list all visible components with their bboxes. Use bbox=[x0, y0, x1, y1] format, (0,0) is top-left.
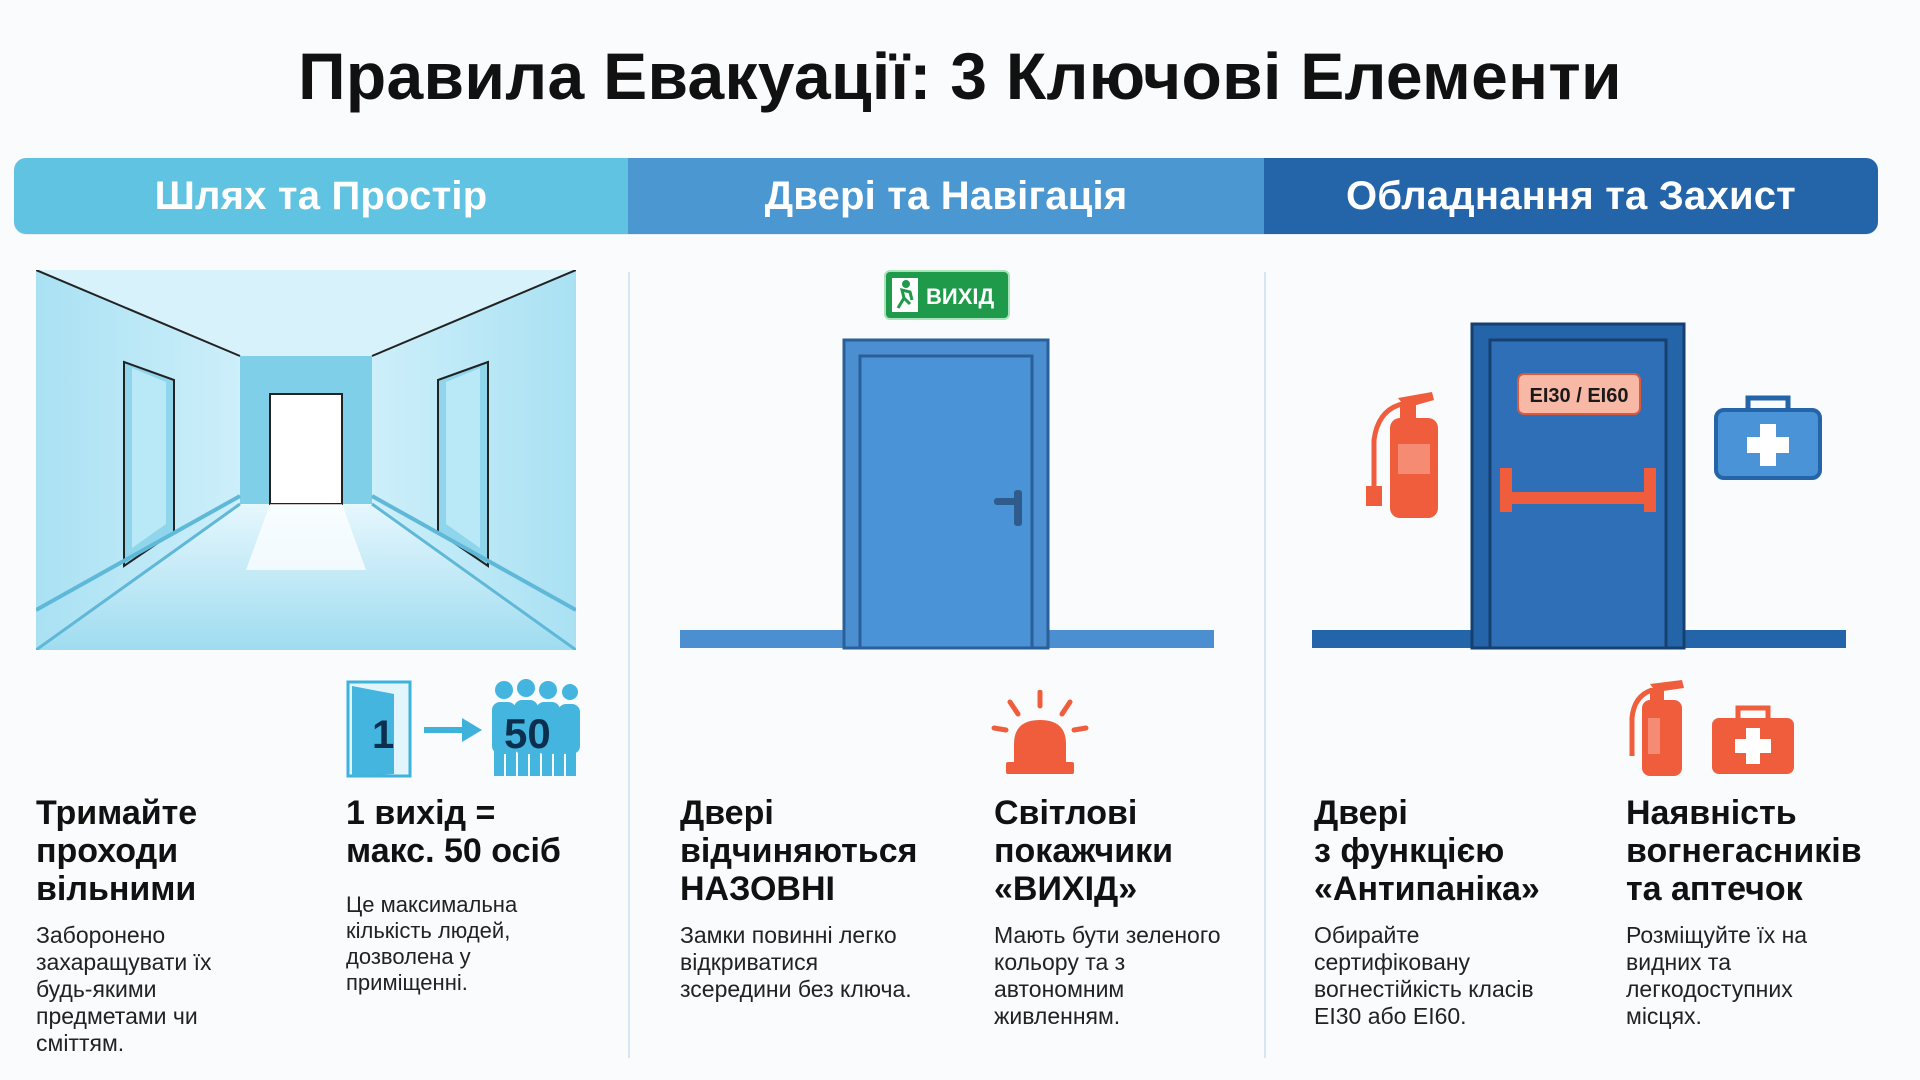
item-body-extinguishers-first-aid: Розміщуйте їх на видних та легкодоступни… bbox=[1626, 922, 1808, 1029]
item-title-extinguishers-first-aid: Наявність вогнегасників та аптечок bbox=[1626, 794, 1862, 908]
closed-door-illustration bbox=[680, 338, 1214, 650]
section-header-path-space: Шлях та Простір bbox=[14, 158, 628, 234]
fire-rated-door-illustration: EI30 / EI60 bbox=[1312, 322, 1846, 650]
item-title-doors-open-outward: Двері відчиняються НАЗОВНІ bbox=[680, 794, 918, 908]
small-first-aid-kit-icon bbox=[1712, 705, 1794, 774]
fire-extinguisher-icon bbox=[1366, 392, 1438, 518]
item-title-exit-light-signs: Світлові покажчики «ВИХІД» bbox=[994, 794, 1174, 908]
svg-text:1: 1 bbox=[372, 713, 394, 757]
section-header-bar: Шлях та Простір Двері та Навігація Облад… bbox=[14, 158, 1878, 234]
item-title-antipanic-doors: Двері з функцією «Антипаніка» bbox=[1314, 794, 1540, 908]
column-divider-2 bbox=[1264, 272, 1266, 1058]
first-aid-kit-icon bbox=[1714, 395, 1822, 480]
item-body-doors-open-outward: Замки повинні легко відкриватися зсереди… bbox=[680, 922, 912, 1002]
section-header-equipment-protection: Обладнання та Захист bbox=[1264, 158, 1878, 234]
item-body-antipanic-doors: Обирайте сертифіковану вогнестійкість кл… bbox=[1314, 922, 1534, 1029]
door-to-people-icon: 1 50 bbox=[346, 679, 580, 778]
page-title: Правила Евакуації: 3 Ключові Елементи bbox=[298, 39, 1622, 113]
corridor-illustration bbox=[36, 270, 576, 650]
alarm-light-icon bbox=[991, 690, 1089, 774]
item-body-exit-capacity: Це максимальна кількість людей, дозволен… bbox=[346, 892, 518, 995]
exit-sign-icon: ВИХІД bbox=[884, 270, 1010, 320]
column-divider-1 bbox=[628, 272, 630, 1058]
svg-text:50: 50 bbox=[504, 710, 551, 757]
small-fire-extinguisher-icon bbox=[1629, 680, 1684, 776]
item-title-clear-passages: Тримайте проходи вільними bbox=[36, 794, 198, 908]
item-title-exit-capacity: 1 вихід = макс. 50 осіб bbox=[346, 794, 561, 870]
section-header-doors-navigation: Двері та Навігація bbox=[628, 158, 1264, 234]
svg-text:EI30 / EI60: EI30 / EI60 bbox=[1530, 385, 1629, 407]
item-body-clear-passages: Заборонено захаращувати їх будь-якими пр… bbox=[36, 922, 212, 1056]
item-body-exit-light-signs: Мають бути зеленого кольору та з автоном… bbox=[994, 922, 1221, 1029]
svg-text:ВИХІД: ВИХІД bbox=[926, 284, 994, 309]
